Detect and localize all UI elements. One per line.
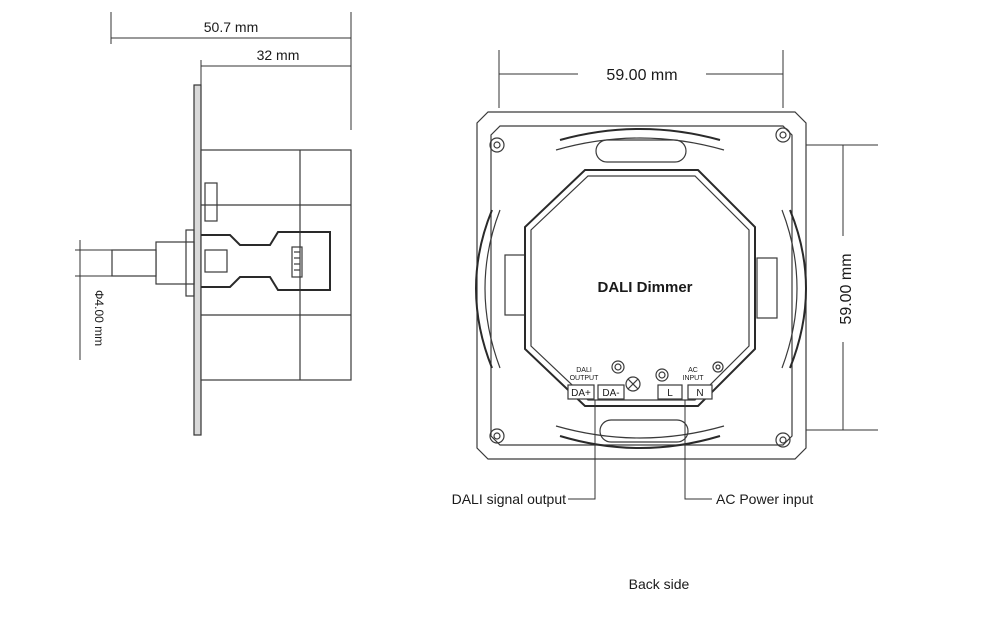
ac-input-label-1: AC: [688, 367, 698, 374]
terminal-da-plus-label: DA+: [571, 388, 591, 399]
terminal-n: [687, 384, 713, 400]
module-label: DALI Dimmer: [597, 279, 692, 296]
callout-dali-text: DALI signal output: [452, 491, 567, 507]
ac-input-label-2: INPUT: [683, 375, 705, 382]
dim-width-text: 59.00 mm: [606, 67, 677, 84]
terminal-n-label: N: [696, 388, 703, 399]
dimension-total-length: 50.7 mm: [110, 12, 352, 130]
terminal-da-minus-label: DA-: [602, 388, 619, 399]
callout-ac-text: AC Power input: [716, 491, 813, 507]
callout-line-ac: [684, 400, 712, 500]
callout-line-dali: [568, 400, 596, 500]
back-view: 59.00 mm 59.00 mm: [452, 50, 878, 592]
dim-height-text: 59.00 mm: [838, 253, 855, 324]
terminal-l: [657, 384, 683, 400]
dali-output-label-2: OUTPUT: [570, 375, 600, 382]
terminal-da-minus: [597, 384, 625, 400]
dimension-body-length: 32 mm: [200, 47, 351, 100]
side-view: 50.7 mm 32 mm Φ4.00 mm: [75, 12, 352, 436]
corner-holes: [489, 127, 791, 448]
indicator-icon: [625, 376, 641, 392]
dali-output-label-1: DALI: [576, 367, 592, 374]
knob-shaft: [111, 249, 157, 277]
knob-collar: [155, 241, 195, 285]
dim-shaft-text: Φ4.00 mm: [92, 290, 106, 346]
side-body: [200, 149, 352, 381]
caption-back-side: Back side: [629, 576, 690, 592]
terminal-da-plus: [567, 384, 595, 400]
mounting-plate: [193, 84, 202, 436]
dimmer-module: [524, 169, 756, 407]
dim-total-text: 50.7 mm: [204, 19, 258, 35]
dimension-width: 59.00 mm: [498, 50, 784, 108]
dim-body-text: 32 mm: [257, 47, 300, 63]
terminal-l-label: L: [667, 388, 673, 399]
dimension-shaft-diameter: Φ4.00 mm: [75, 240, 112, 360]
